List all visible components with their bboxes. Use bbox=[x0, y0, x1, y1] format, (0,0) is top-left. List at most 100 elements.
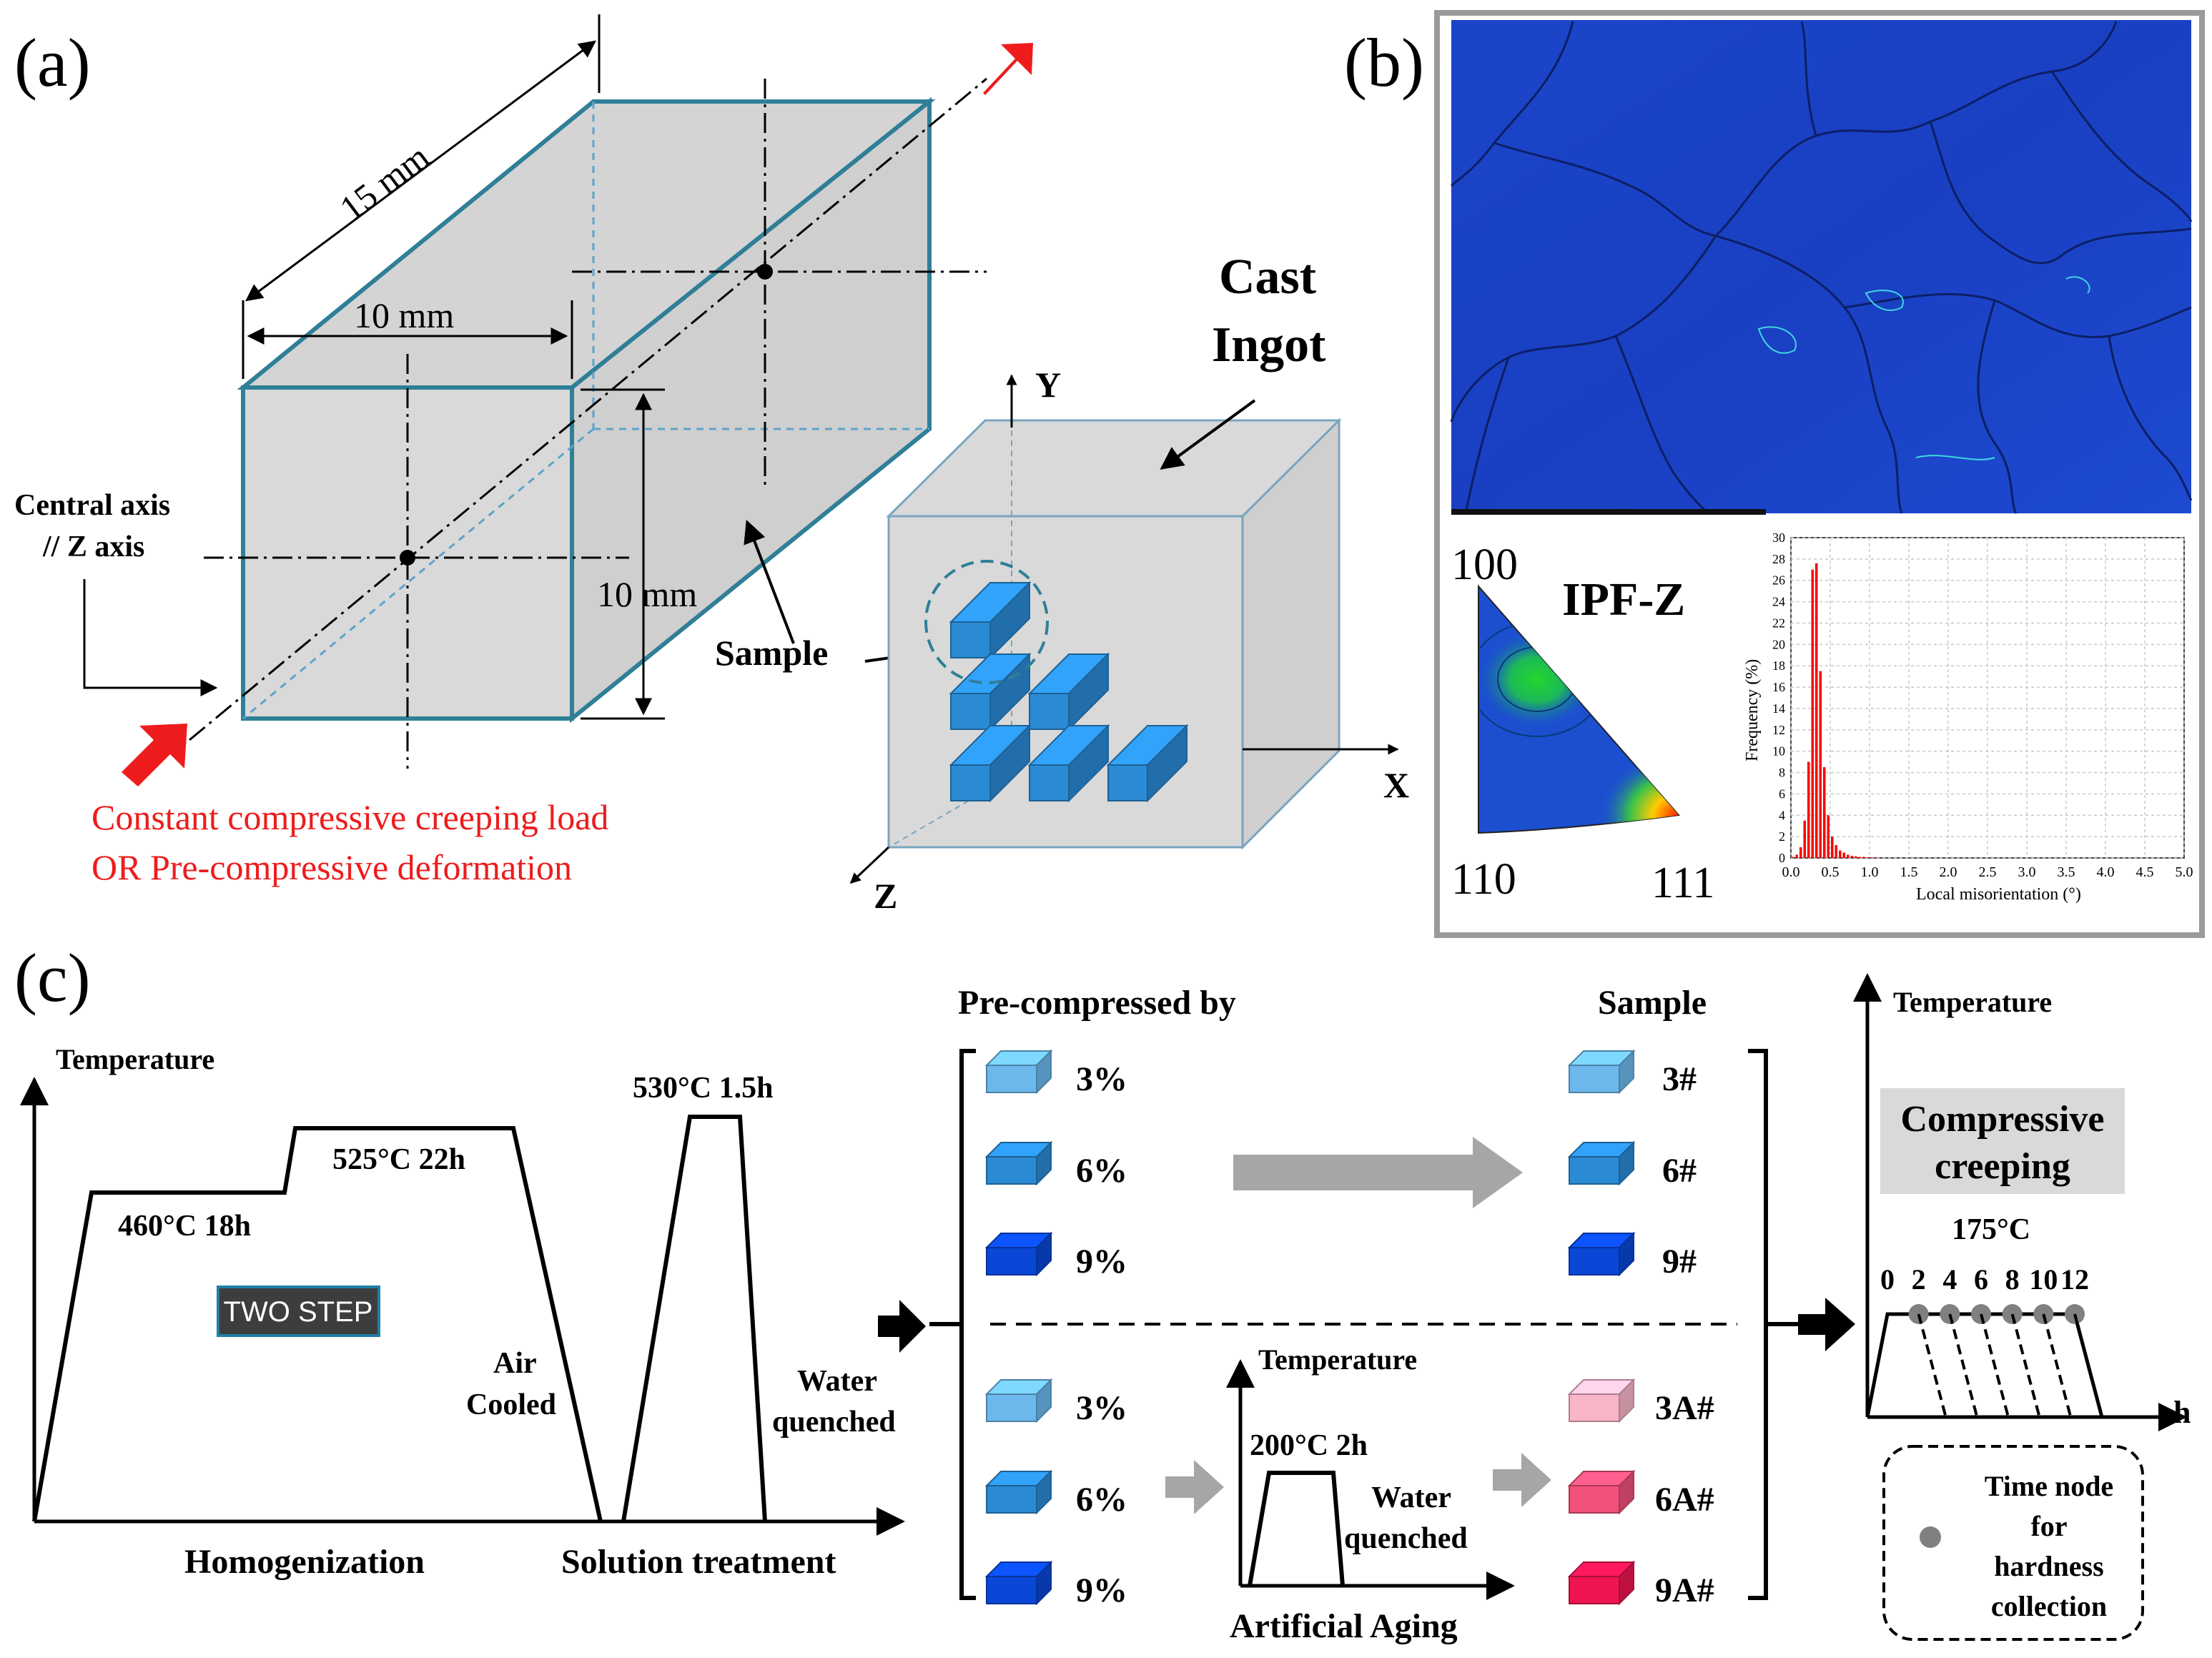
temp-label: Temperature bbox=[56, 1043, 214, 1075]
time-node-unload-line bbox=[2042, 1313, 2073, 1418]
precompressed-cube-bottom-1 bbox=[984, 1378, 1053, 1423]
compressive-line-2: creeping bbox=[1935, 1146, 2070, 1187]
air-cooled-2: Cooled bbox=[466, 1388, 556, 1421]
sample-cube-bottom-1 bbox=[1567, 1378, 1636, 1423]
hist-bar bbox=[1850, 856, 1853, 858]
hist-bar bbox=[1823, 767, 1826, 858]
hist-y-tick-label: 14 bbox=[1772, 701, 1785, 716]
hist-y-tick-label: 2 bbox=[1779, 829, 1785, 844]
legend-line-4: collection bbox=[1991, 1590, 2107, 1622]
panel-c-label: (c) bbox=[14, 939, 91, 1016]
time-node-unload-line bbox=[1917, 1313, 1947, 1418]
aging-temp-label: Temperature bbox=[1258, 1343, 1417, 1376]
hist-bar bbox=[1858, 857, 1861, 858]
twin-boundaries bbox=[1757, 276, 2090, 460]
sample-label-top-3: 9# bbox=[1662, 1243, 1697, 1280]
hist-y-tick-label: 0 bbox=[1779, 851, 1785, 865]
hist-x-tick-label: 3.0 bbox=[2018, 864, 2036, 880]
time-node-unload-line bbox=[2010, 1313, 2041, 1418]
time-node-label: 10 bbox=[2029, 1263, 2058, 1296]
pct-label-top-3: 9% bbox=[1076, 1243, 1127, 1280]
hist-y-tick-label: 16 bbox=[1772, 680, 1785, 694]
creep-temp: 175°C bbox=[1952, 1213, 2030, 1246]
pole-110: 110 bbox=[1451, 855, 1516, 904]
sample-pointer-a bbox=[744, 520, 795, 644]
legend-line-1: Time node bbox=[1985, 1470, 2113, 1502]
water-quenched-1: Water bbox=[797, 1365, 877, 1398]
dim-height: 10 mm bbox=[597, 574, 697, 614]
ingot-sample-3 bbox=[1027, 652, 1110, 731]
pole-100: 100 bbox=[1451, 541, 1518, 589]
hist-y-tick-label: 26 bbox=[1772, 573, 1785, 588]
grain-boundaries bbox=[1450, 21, 2193, 515]
histogram-ylabel: Frequency (%) bbox=[1743, 659, 1762, 761]
center-point-back bbox=[757, 264, 773, 280]
panel-a: (a) bbox=[14, 14, 1409, 916]
time-node-legend bbox=[1882, 1445, 2144, 1641]
time-node-label: 0 bbox=[1880, 1263, 1895, 1296]
hist-x-tick-label: 1.5 bbox=[1900, 864, 1918, 880]
central-axis-label-2: // Z axis bbox=[42, 531, 144, 563]
precompressed-cube-top-1 bbox=[984, 1049, 1053, 1095]
flow-arrow-left bbox=[878, 1300, 926, 1353]
hist-bar bbox=[1870, 857, 1873, 858]
flow-arrow-right bbox=[1798, 1298, 1855, 1351]
sample-label-bottom-2: 6A# bbox=[1655, 1481, 1714, 1519]
air-cooled-1: Air bbox=[493, 1347, 537, 1380]
map-scale-strip bbox=[1451, 509, 1766, 515]
pct-label-top-2: 6% bbox=[1076, 1152, 1127, 1190]
sample-label-bottom-1: 3A# bbox=[1655, 1389, 1714, 1427]
time-node-label: 4 bbox=[1942, 1263, 1957, 1296]
sample-cube-top-1 bbox=[1567, 1049, 1636, 1095]
center-point-front bbox=[400, 550, 415, 566]
pct-label-bottom-3: 9% bbox=[1076, 1571, 1127, 1609]
two-step-text: TWO STEP bbox=[224, 1296, 373, 1328]
time-node-unload-line bbox=[1948, 1313, 1979, 1418]
solution-profile bbox=[621, 1115, 767, 1522]
histogram-grid bbox=[1790, 537, 2185, 859]
precompressed-cube-bottom-3 bbox=[984, 1560, 1053, 1606]
sample-cube-groups: 3%3#6%6#9%9#3%3A#6%6A#9%9A# bbox=[984, 1049, 1714, 1609]
hist-y-tick-label: 24 bbox=[1772, 595, 1785, 609]
compressive-creeping-box bbox=[1880, 1088, 2125, 1194]
aging-water-2: quenched bbox=[1344, 1522, 1468, 1555]
hist-bar bbox=[1799, 847, 1802, 858]
sample-header: Sample bbox=[1598, 984, 1707, 1022]
pole-111: 111 bbox=[1651, 859, 1714, 907]
time-node-label: 8 bbox=[2005, 1263, 2020, 1296]
h-label: h bbox=[2173, 1395, 2191, 1430]
homogenization-label: Homogenization bbox=[184, 1543, 425, 1581]
homogenization-profile bbox=[32, 1126, 603, 1522]
legend-node-marker bbox=[1920, 1526, 1941, 1548]
legend-line-2: for bbox=[2030, 1510, 2067, 1542]
hist-y-tick-label: 4 bbox=[1779, 808, 1785, 822]
hist-bar bbox=[1827, 815, 1830, 858]
panel-b-label: (b) bbox=[1344, 24, 1424, 101]
ingot-label-2: Ingot bbox=[1212, 317, 1325, 372]
time-node-label: 6 bbox=[1974, 1263, 1988, 1296]
creep-temp-label: Temperature bbox=[1893, 986, 2052, 1018]
legend-line-3: hardness bbox=[1994, 1550, 2103, 1582]
central-axis-pointer bbox=[83, 579, 218, 696]
axis-x-label: X bbox=[1383, 765, 1409, 805]
sample-label-bottom-3: 9A# bbox=[1655, 1571, 1714, 1609]
hist-x-tick-label: 0.0 bbox=[1782, 864, 1800, 880]
hist-bar bbox=[1811, 569, 1814, 858]
sample-label-top-2: 6# bbox=[1662, 1152, 1697, 1190]
ingot-label-1: Cast bbox=[1219, 250, 1316, 305]
panel-b: (b) bbox=[1344, 10, 2205, 938]
hist-x-tick-label: 0.5 bbox=[1822, 864, 1840, 880]
hist-bar bbox=[1819, 671, 1822, 858]
hist-y-tick-label: 20 bbox=[1772, 637, 1785, 651]
artificial-aging-label: Artificial Aging bbox=[1230, 1607, 1458, 1645]
axis-z-label: Z bbox=[874, 876, 897, 916]
dimension-lines bbox=[242, 14, 665, 720]
two-step-badge bbox=[217, 1286, 380, 1337]
hist-bar bbox=[1792, 857, 1794, 858]
left-bracket bbox=[929, 1049, 976, 1600]
ingot-pointer bbox=[1160, 399, 1256, 470]
central-axis-label-1: Central axis bbox=[14, 489, 170, 522]
hist-x-tick-label: 4.0 bbox=[2097, 864, 2115, 880]
